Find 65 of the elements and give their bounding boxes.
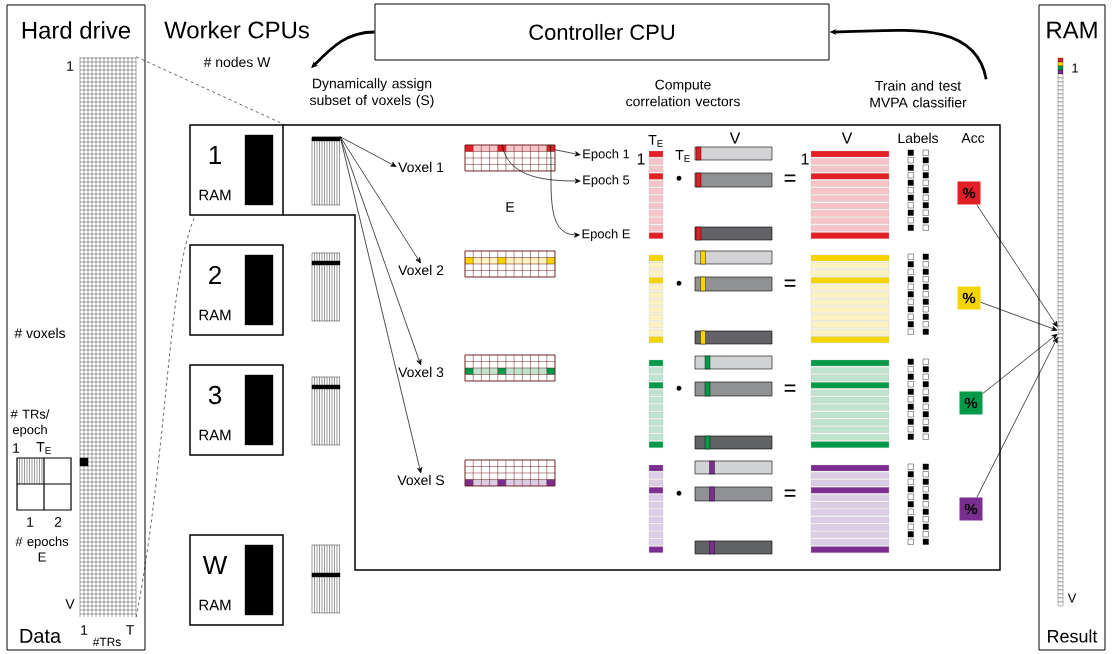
arrow xyxy=(501,144,581,184)
epoch-label: Epoch 1 xyxy=(583,148,630,161)
column-heading: Compute correlation vectors xyxy=(626,79,740,107)
accuracy-box: % xyxy=(959,497,983,521)
label: # voxels xyxy=(14,327,66,339)
arrow xyxy=(554,149,581,157)
voxel-stripes-drawing xyxy=(311,136,341,206)
label: V xyxy=(729,132,741,144)
label: = xyxy=(784,384,796,392)
voxel-label: Voxel 3 xyxy=(398,366,444,378)
label: T$_{E}$ xyxy=(36,442,51,454)
voxel-grid-drawing xyxy=(464,459,556,487)
label: E xyxy=(506,202,515,212)
label: • xyxy=(676,280,682,286)
label: V xyxy=(841,132,853,144)
heading: Worker CPUs # nodes W xyxy=(164,20,309,68)
arrow xyxy=(549,144,580,238)
epoch-label: Epoch 5 xyxy=(583,174,630,187)
result-vector-drawing xyxy=(1057,57,1064,607)
label: Acc xyxy=(961,133,985,143)
column-heading: Train and test MVPA classifier xyxy=(870,80,967,108)
label: #TRs xyxy=(92,637,121,647)
label: Labels xyxy=(898,132,939,144)
label: = xyxy=(784,174,796,182)
voxel-label: Voxel S xyxy=(397,474,444,486)
epoch-grid-drawing xyxy=(16,457,72,511)
data-matrix-drawing xyxy=(79,56,137,618)
label: 2 xyxy=(54,517,62,527)
worker-box: 1 RAM xyxy=(189,124,284,216)
worker-box: 2 RAM xyxy=(189,244,284,336)
column-heading: Dynamically assign subset of voxels (S) xyxy=(310,78,434,108)
arrow xyxy=(976,337,1058,498)
label: # epochs E xyxy=(15,536,69,562)
arrow xyxy=(339,136,421,264)
voxel-grid-drawing xyxy=(464,250,556,278)
arrow xyxy=(982,333,1058,394)
label: T$_{E}$ xyxy=(675,150,690,162)
voxel-stripes-drawing xyxy=(311,544,341,614)
voxel-grid-drawing xyxy=(464,144,556,172)
label: 1 xyxy=(801,153,809,165)
controller-box: Controller CPU xyxy=(374,3,830,61)
epoch-label: Epoch E xyxy=(582,228,630,241)
label: • xyxy=(676,385,682,391)
arrow xyxy=(980,301,1058,331)
label: 1 xyxy=(637,153,645,165)
arrow xyxy=(339,136,423,474)
label: = xyxy=(784,489,796,497)
label: T xyxy=(126,625,134,635)
label: • xyxy=(676,490,682,496)
processing-panel xyxy=(282,124,1001,571)
label: = xyxy=(784,279,796,287)
label: # TRs/ epoch xyxy=(10,409,50,437)
voxel-label: Voxel 2 xyxy=(398,264,444,276)
accuracy-box: % xyxy=(959,391,983,415)
worker-box: W RAM xyxy=(189,534,284,626)
arrow xyxy=(339,136,397,167)
label: T$_{E}$ xyxy=(648,135,663,147)
label: 1 xyxy=(13,443,20,453)
label: • xyxy=(676,175,682,181)
accuracy-box: % xyxy=(957,286,981,310)
voxel-grid-drawing xyxy=(464,354,556,382)
voxel-label: Voxel 1 xyxy=(398,161,444,173)
arrow xyxy=(976,204,1058,328)
worker-box: 3 RAM xyxy=(189,364,284,456)
accuracy-box: % xyxy=(957,181,981,205)
